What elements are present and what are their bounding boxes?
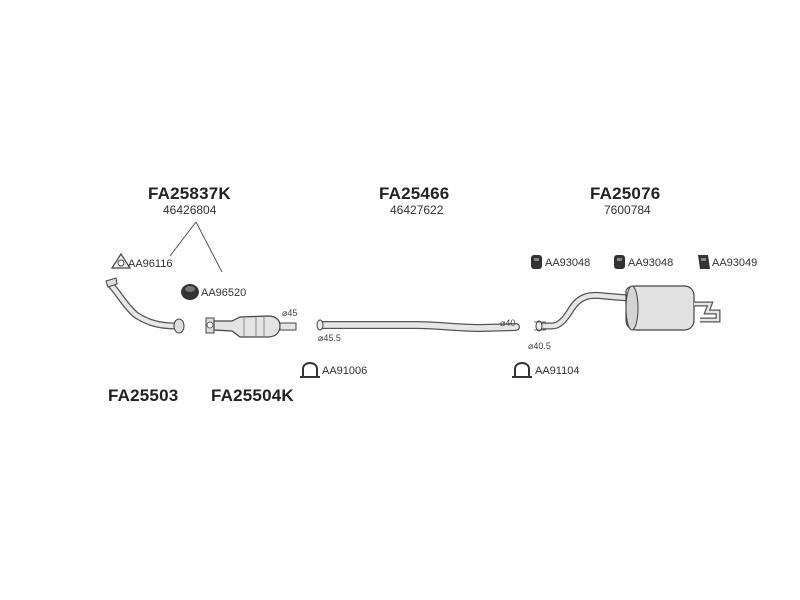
- catalytic-converter: [205, 315, 297, 338]
- part-code-rear: FA25076: [590, 184, 661, 203]
- accessory-seal-ring: AA96520: [201, 287, 247, 299]
- accessory-clamp-rear: AA91104: [535, 365, 580, 377]
- clamp-middle-icon: [300, 362, 320, 378]
- clamp-rear-icon: [512, 362, 532, 378]
- front-gasket-icon: [110, 252, 132, 269]
- accessory-hanger-1: AA93048: [545, 257, 591, 269]
- accessory-clamp-middle: AA91006: [322, 365, 368, 377]
- rear-section: [534, 285, 721, 332]
- accessory-hanger-3: AA93049: [712, 257, 758, 269]
- part-number-front: 46426804: [163, 203, 217, 217]
- seal-ring-icon: [181, 284, 199, 300]
- diameter-cat-outlet: ⌀45: [282, 308, 298, 318]
- accessory-hanger-2: AA93048: [628, 257, 674, 269]
- part-code-middle: FA25466: [379, 184, 450, 203]
- hanger-icon-3: [698, 255, 710, 269]
- middle-pipe: [316, 319, 520, 333]
- part-code-catalyst: FA25504K: [211, 386, 294, 405]
- part-code-downpipe: FA25503: [108, 386, 179, 405]
- hanger-icon-1: [531, 255, 542, 269]
- part-number-middle: 46427622: [390, 203, 444, 217]
- part-code-front: FA25837K: [148, 184, 231, 203]
- diameter-rear-inlet: ⌀40.5: [528, 341, 551, 351]
- leader-line-gasket: [169, 221, 197, 257]
- accessory-gasket-front: AA96116: [128, 258, 173, 270]
- hanger-icon-2: [614, 255, 625, 269]
- leader-line-seal: [195, 221, 223, 273]
- part-number-rear: 7600784: [604, 203, 651, 217]
- diameter-mid-outlet: ⌀40: [500, 318, 516, 328]
- front-pipe: [105, 277, 185, 334]
- diameter-mid-inlet: ⌀45.5: [318, 333, 341, 343]
